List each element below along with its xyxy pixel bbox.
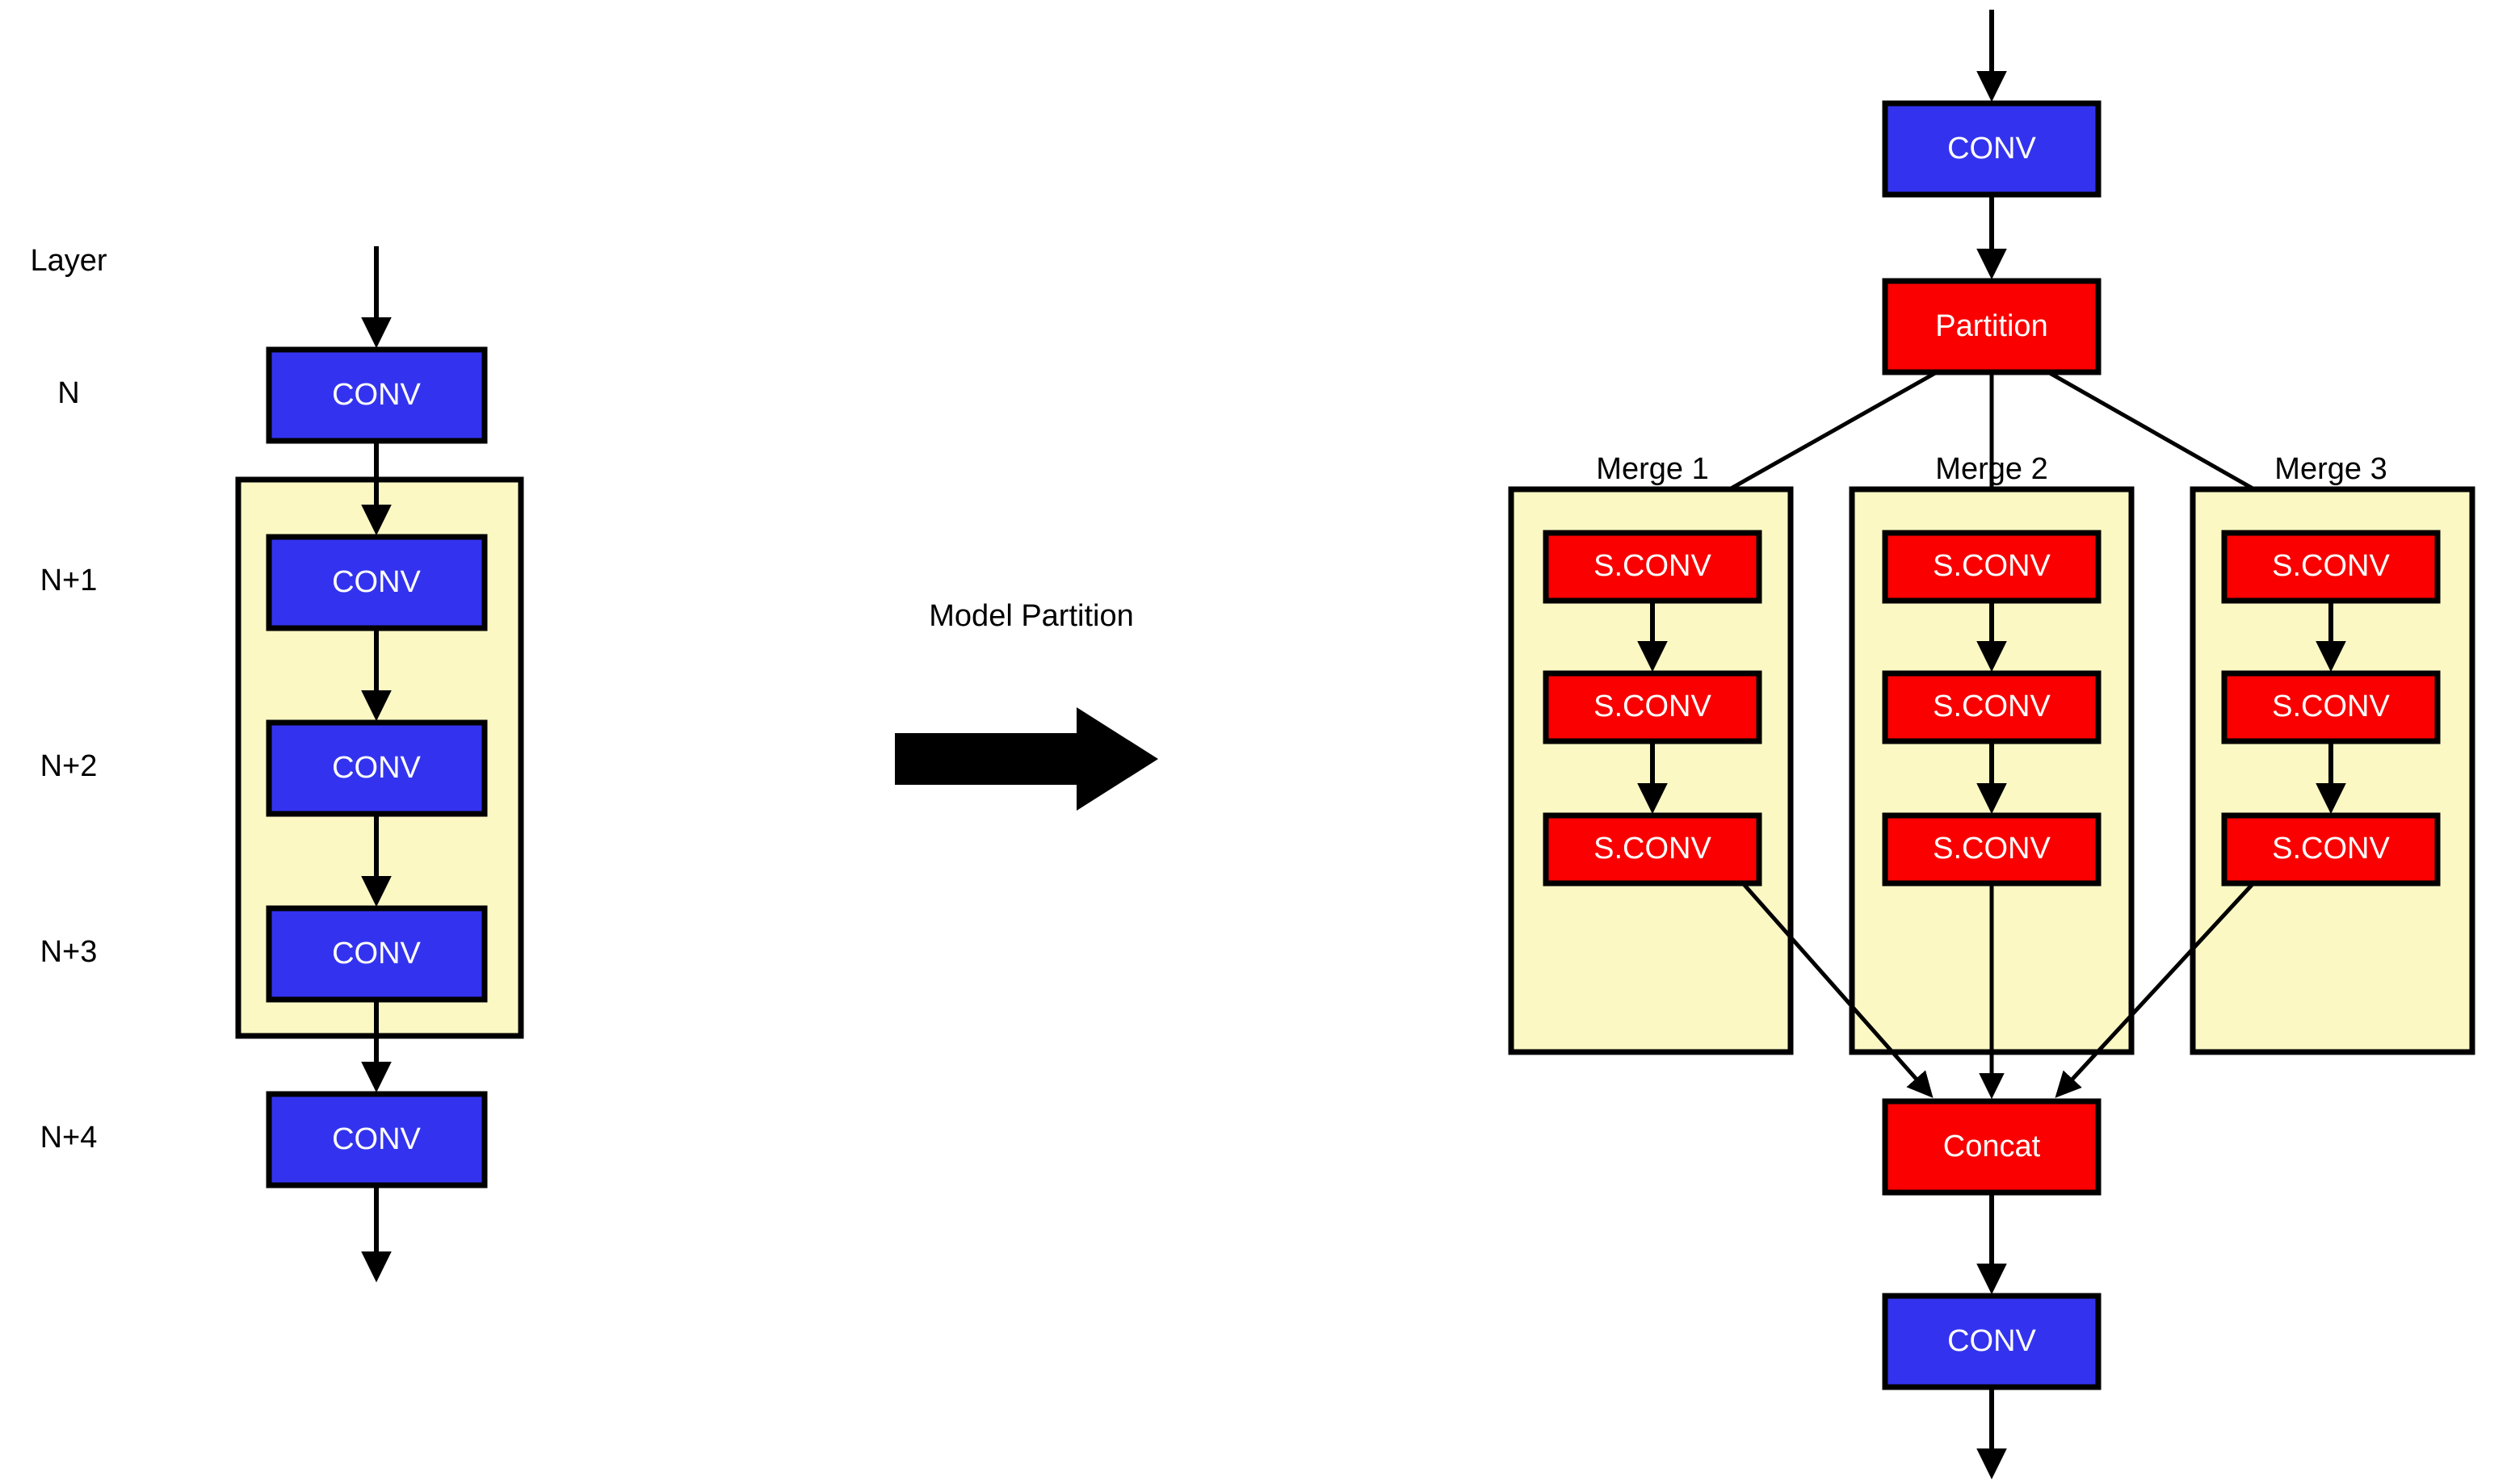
merge1-node-sconv-3-label: S.CONV [1594, 832, 1711, 866]
branch-merge-2: Merge 2 S.CONV S.CONV S.CONV [1849, 452, 2135, 1055]
right-node-partition[interactable]: Partition [1882, 278, 2102, 375]
left-node-conv-n4-box[interactable] [266, 1091, 488, 1188]
right-diagram: CONV Partition Merge 1 S.CONV S.CONV [1508, 10, 2475, 1480]
merge2-node-sconv-2[interactable]: S.CONV [1882, 670, 2102, 744]
left-node-conv-n3[interactable]: CONV [266, 905, 488, 1003]
layer-label-4: N+4 [40, 1121, 98, 1155]
left-node-conv-n-box[interactable] [266, 346, 488, 444]
merge1-node-sconv-2-label: S.CONV [1594, 690, 1711, 723]
right-node-concat-label: Concat [1943, 1130, 2041, 1163]
layer-label-2: N+2 [40, 749, 98, 783]
branch-merge-3-title: Merge 3 [2274, 452, 2387, 486]
left-node-conv-n3-label: CONV [332, 937, 421, 970]
merge2-node-sconv-3-label: S.CONV [1933, 832, 2051, 866]
left-node-conv-n2-label: CONV [332, 751, 421, 785]
merge3-node-sconv-3-box[interactable] [2221, 812, 2441, 887]
merge2-node-sconv-1-box[interactable] [1882, 530, 2102, 604]
merge2-node-sconv-2-label: S.CONV [1933, 690, 2051, 723]
left-diagram: Layer N N+1 N+2 N+3 N+4 CONV CONV [30, 244, 524, 1283]
merge3-node-sconv-2-box[interactable] [2221, 670, 2441, 744]
right-node-tail-conv-box[interactable] [1882, 1293, 2102, 1390]
branch-merge-1: Merge 1 S.CONV S.CONV S.CONV [1508, 452, 1794, 1055]
merge3-node-sconv-1[interactable]: S.CONV [2221, 530, 2441, 604]
left-node-conv-n3-box[interactable] [266, 905, 488, 1003]
left-node-conv-n1[interactable]: CONV [266, 534, 488, 631]
merge3-node-sconv-1-box[interactable] [2221, 530, 2441, 604]
merge3-node-sconv-3[interactable]: S.CONV [2221, 812, 2441, 887]
right-arrow-icon [895, 707, 1158, 811]
left-axis-title: Layer [30, 244, 107, 278]
left-node-conv-n1-label: CONV [332, 565, 421, 599]
merge2-node-sconv-3[interactable]: S.CONV [1882, 812, 2102, 887]
right-node-partition-box[interactable] [1882, 278, 2102, 375]
transform-group: Model Partition [895, 599, 1158, 811]
right-node-concat-box[interactable] [1882, 1098, 2102, 1196]
merge1-node-sconv-3[interactable]: S.CONV [1543, 812, 1762, 887]
branch-merge-2-title: Merge 2 [1935, 452, 2047, 486]
right-edge-merge3-concat [2055, 882, 2255, 1098]
left-node-conv-n2-box[interactable] [266, 719, 488, 817]
merge3-node-sconv-2-label: S.CONV [2272, 690, 2390, 723]
branch-merge-3: Merge 3 S.CONV S.CONV S.CONV [2190, 452, 2475, 1055]
right-node-head-conv[interactable]: CONV [1882, 100, 2102, 198]
merge1-node-sconv-1-label: S.CONV [1594, 549, 1711, 583]
right-node-tail-conv-label: CONV [1947, 1324, 2036, 1358]
layer-label-3: N+3 [40, 935, 98, 969]
left-node-conv-n-label: CONV [332, 378, 421, 412]
merge3-node-sconv-2[interactable]: S.CONV [2221, 670, 2441, 744]
left-node-conv-n4-label: CONV [332, 1122, 421, 1156]
merge2-node-sconv-3-box[interactable] [1882, 812, 2102, 887]
merge3-node-sconv-1-label: S.CONV [2272, 549, 2390, 583]
transform-label: Model Partition [929, 599, 1133, 633]
layer-label-1: N+1 [40, 564, 98, 597]
right-node-partition-label: Partition [1935, 309, 2047, 343]
right-node-tail-conv[interactable]: CONV [1882, 1293, 2102, 1390]
merge1-node-sconv-2[interactable]: S.CONV [1543, 670, 1762, 744]
merge1-node-sconv-1[interactable]: S.CONV [1543, 530, 1762, 604]
left-node-conv-n4[interactable]: CONV [266, 1091, 488, 1188]
left-node-conv-n2[interactable]: CONV [266, 719, 488, 817]
left-node-conv-n[interactable]: CONV [266, 346, 488, 444]
right-node-concat[interactable]: Concat [1882, 1098, 2102, 1196]
layer-label-0: N [57, 376, 79, 410]
merge2-node-sconv-1[interactable]: S.CONV [1882, 530, 2102, 604]
right-edge-merge1-concat [1741, 882, 1934, 1098]
left-node-conv-n1-box[interactable] [266, 534, 488, 631]
right-node-head-conv-label: CONV [1947, 132, 2036, 166]
branch-merge-1-title: Merge 1 [1596, 452, 1708, 486]
merge2-node-sconv-1-label: S.CONV [1933, 549, 2051, 583]
merge1-node-sconv-1-box[interactable] [1543, 530, 1762, 604]
merge3-node-sconv-3-label: S.CONV [2272, 832, 2390, 866]
merge1-node-sconv-3-box[interactable] [1543, 812, 1762, 887]
